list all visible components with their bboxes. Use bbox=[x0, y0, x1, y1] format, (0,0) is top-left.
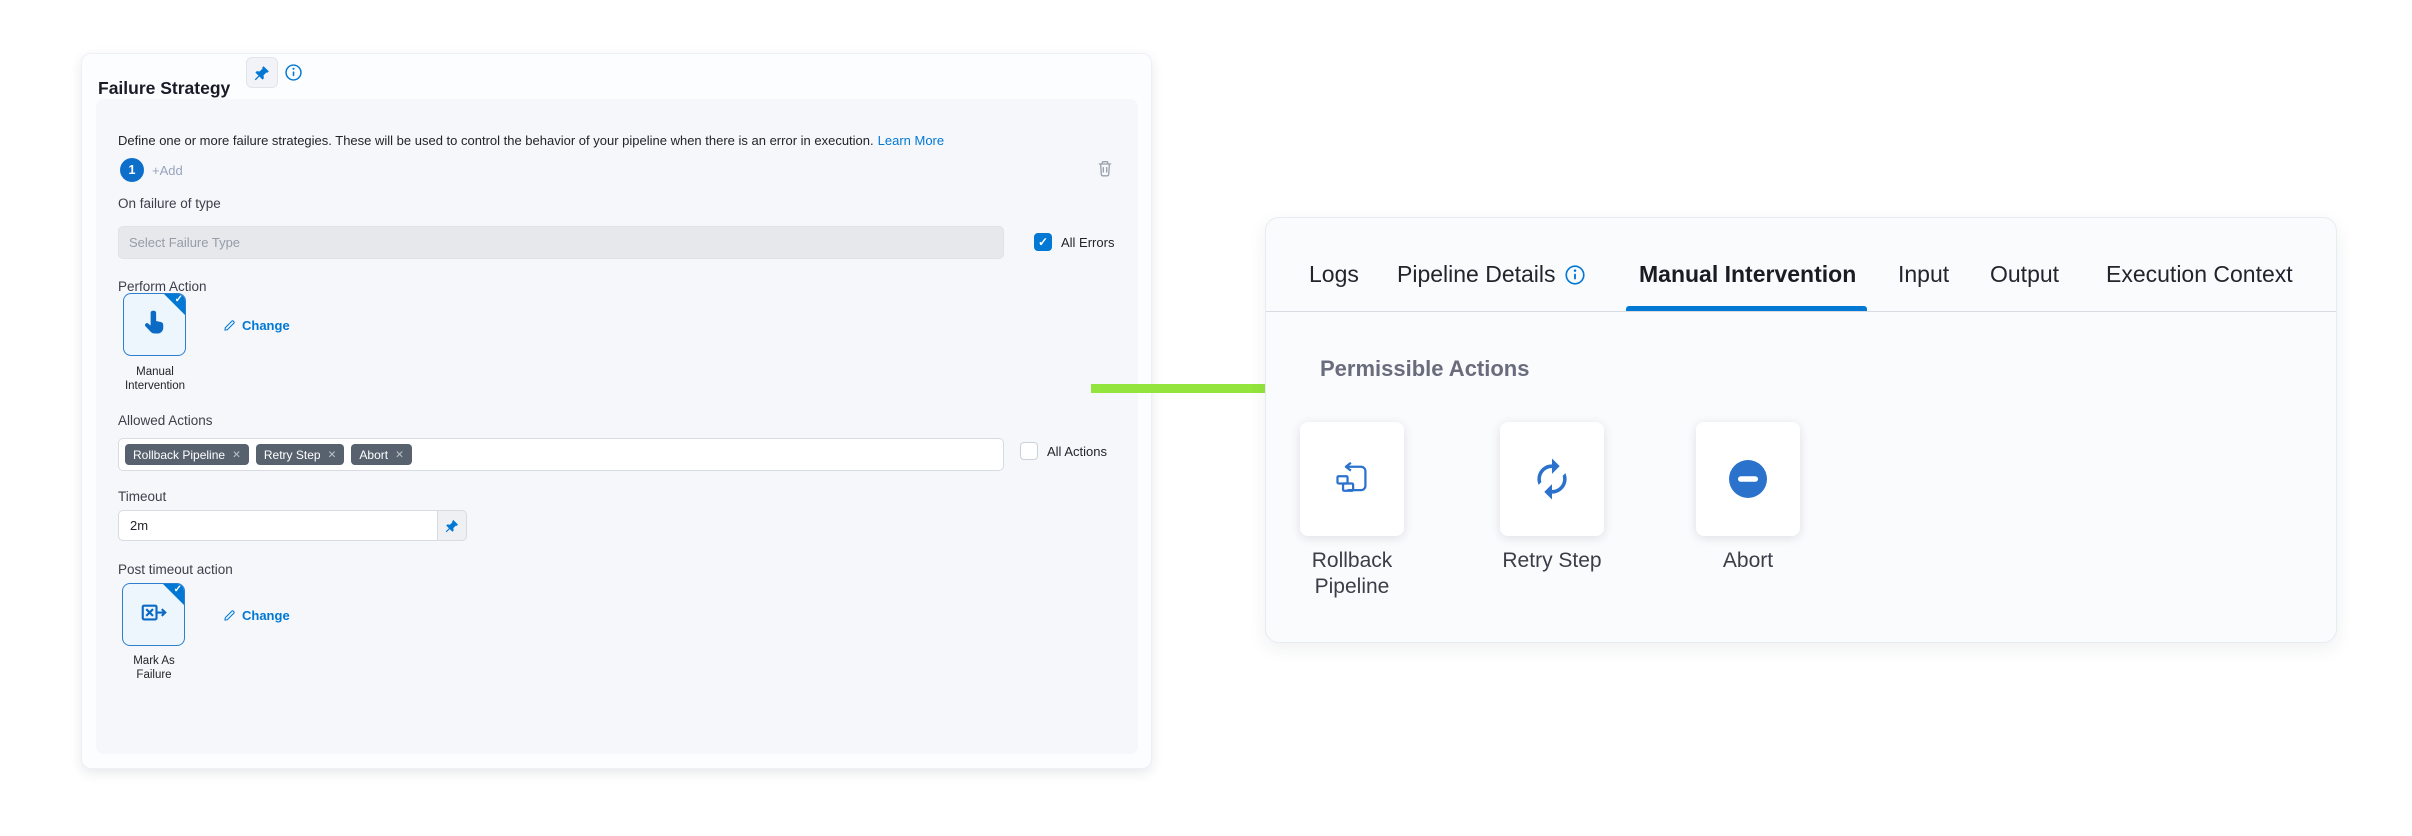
delete-strategy-button[interactable] bbox=[1096, 159, 1114, 178]
allowed-actions-label: Allowed Actions bbox=[118, 413, 213, 428]
tab-logs[interactable]: Logs bbox=[1309, 261, 1359, 287]
strategy-description: Define one or more failure strategies. T… bbox=[118, 133, 945, 148]
allowed-actions-input[interactable]: Rollback Pipeline Retry Step Abort bbox=[118, 438, 1004, 471]
permissible-actions-title: Permissible Actions bbox=[1320, 356, 1530, 381]
timeout-pin-button[interactable] bbox=[438, 510, 467, 541]
pencil-icon bbox=[223, 609, 236, 622]
info-icon[interactable] bbox=[285, 64, 302, 81]
check-icon bbox=[175, 294, 183, 305]
pushpin-icon bbox=[254, 65, 270, 81]
tab-manual-intervention[interactable]: Manual Intervention bbox=[1625, 218, 1868, 311]
failure-type-select[interactable] bbox=[118, 226, 1004, 259]
tab-output[interactable]: Output bbox=[1990, 261, 2060, 287]
timeout-field bbox=[118, 510, 467, 541]
abort-icon bbox=[1728, 459, 1768, 499]
rollback-pipeline-card[interactable] bbox=[1300, 422, 1404, 536]
retry-step-card[interactable] bbox=[1500, 422, 1604, 536]
step-details-panel: Logs Pipeline Details Manual Interventio… bbox=[1265, 217, 2337, 643]
all-errors-row: All Errors bbox=[1034, 233, 1114, 251]
perform-action-card[interactable] bbox=[123, 293, 186, 356]
strategy-form: Define one or more failure strategies. T… bbox=[96, 99, 1138, 754]
tag-retry-step[interactable]: Retry Step bbox=[255, 444, 345, 465]
add-strategy-button[interactable]: +Add bbox=[152, 163, 183, 178]
pencil-icon bbox=[223, 319, 236, 332]
all-errors-checkbox[interactable] bbox=[1034, 233, 1052, 251]
rollback-pipeline-icon bbox=[1333, 460, 1371, 498]
rollback-pipeline-label: Rollback Pipeline bbox=[1311, 549, 1393, 598]
all-actions-label: All Actions bbox=[1047, 443, 1107, 459]
abort-label: Abort bbox=[1722, 549, 1774, 572]
all-errors-label: All Errors bbox=[1061, 234, 1115, 250]
tab-input[interactable]: Input bbox=[1898, 261, 1950, 287]
change-perform-action-link[interactable]: Change bbox=[223, 318, 290, 333]
learn-more-link[interactable]: Learn More bbox=[877, 133, 945, 148]
all-actions-row: All Actions bbox=[1020, 442, 1107, 460]
perform-action-label: Perform Action bbox=[118, 279, 207, 294]
remove-tag-icon[interactable] bbox=[395, 449, 404, 461]
tabbar-divider bbox=[1266, 311, 2336, 312]
tag-abort[interactable]: Abort bbox=[351, 444, 412, 465]
info-icon[interactable] bbox=[1564, 264, 1585, 285]
remove-tag-icon[interactable] bbox=[328, 449, 337, 461]
on-failure-label: On failure of type bbox=[118, 196, 221, 211]
post-timeout-card[interactable] bbox=[122, 583, 185, 646]
remove-tag-icon[interactable] bbox=[232, 449, 241, 461]
pin-button[interactable] bbox=[246, 57, 278, 88]
abort-card[interactable] bbox=[1696, 422, 1800, 536]
retry-step-label: Retry Step bbox=[1502, 549, 1602, 572]
strategy-index-badge[interactable]: 1 bbox=[120, 158, 144, 182]
post-timeout-label: Post timeout action bbox=[118, 562, 233, 577]
tab-execution-context[interactable]: Execution Context bbox=[2106, 261, 2293, 287]
tag-rollback-pipeline[interactable]: Rollback Pipeline bbox=[125, 444, 249, 465]
failure-strategy-panel: Failure Strategy Define one or more fail… bbox=[81, 53, 1152, 769]
perform-action-value: Manual Intervention bbox=[124, 366, 186, 392]
all-actions-checkbox[interactable] bbox=[1020, 442, 1038, 460]
check-icon bbox=[174, 584, 182, 595]
post-timeout-value: Mark As Failure bbox=[133, 655, 175, 681]
manual-intervention-icon bbox=[140, 307, 170, 342]
mark-as-failure-icon bbox=[139, 597, 169, 632]
panel-title: Failure Strategy bbox=[98, 77, 231, 98]
tab-pipeline-details[interactable]: Pipeline Details bbox=[1397, 218, 1585, 311]
retry-step-icon bbox=[1530, 457, 1574, 501]
change-post-timeout-link[interactable]: Change bbox=[223, 608, 290, 623]
timeout-input[interactable] bbox=[118, 510, 438, 541]
timeout-label: Timeout bbox=[118, 489, 167, 504]
